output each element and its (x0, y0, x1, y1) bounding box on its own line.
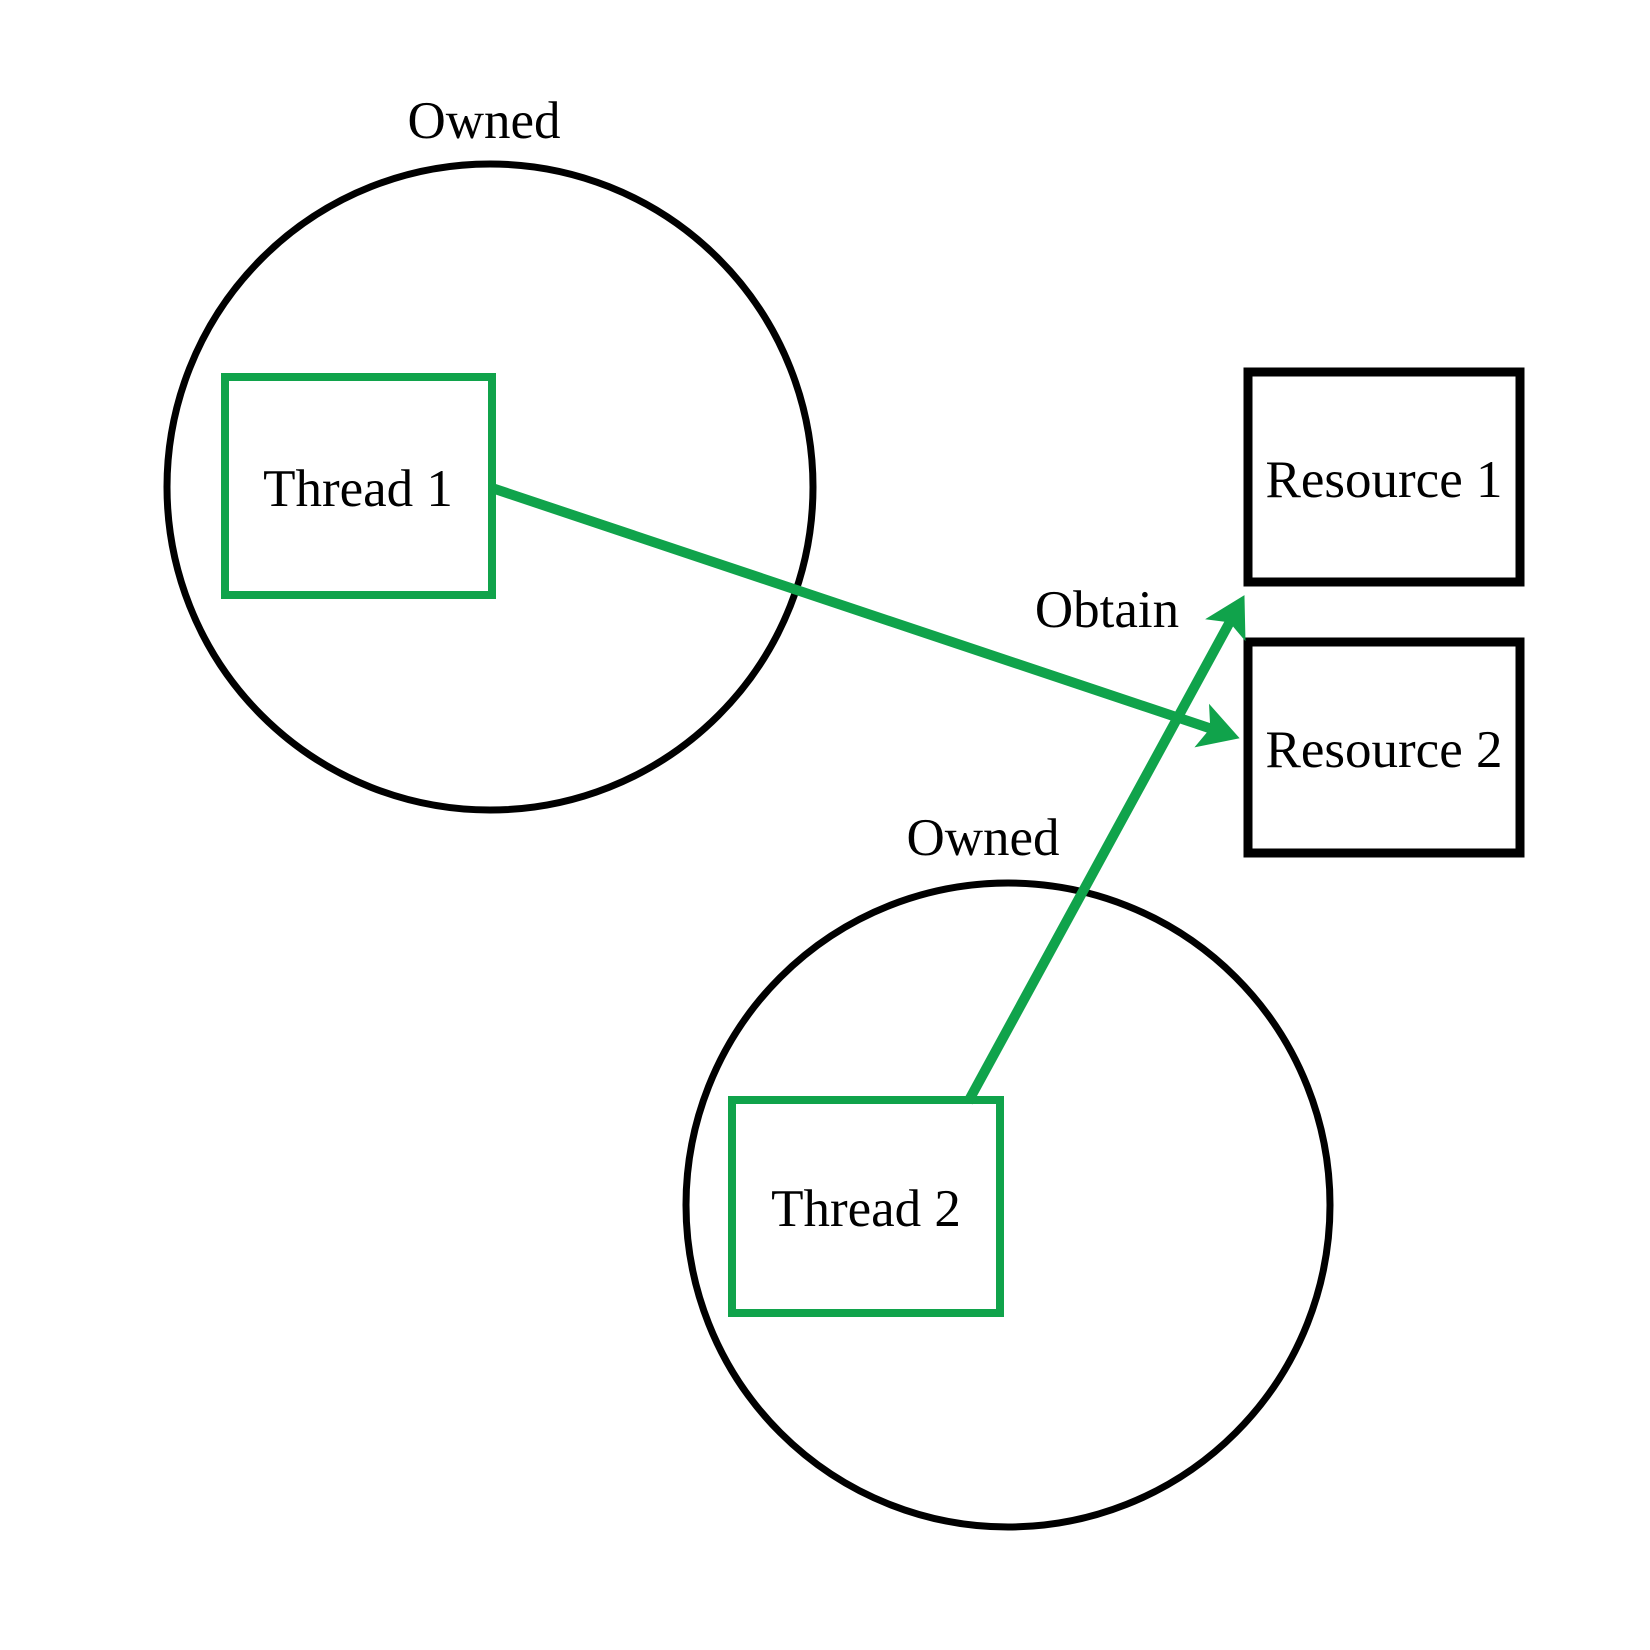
thread1-box (221, 373, 496, 599)
obtain-arrow-thread2-to-resource1 (963, 595, 1246, 1105)
thread1-owned-circle (163, 160, 817, 814)
obtain-label: Obtain (1035, 581, 1179, 639)
thread1-label: Thread 1 (263, 460, 453, 518)
owned-label-thread1: Owned (407, 92, 560, 150)
resource1-label: Resource 1 (1266, 451, 1503, 509)
thread2-label: Thread 2 (771, 1180, 961, 1238)
owned-label-thread2: Owned (906, 809, 1059, 867)
thread2-box (728, 1096, 1004, 1317)
resource2-label: Resource 2 (1266, 721, 1503, 779)
resource1-box (1243, 367, 1525, 587)
resource2-box (1243, 637, 1525, 858)
obtain-arrow-thread1-to-resource2 (490, 483, 1240, 748)
thread2-owned-circle (682, 879, 1334, 1531)
